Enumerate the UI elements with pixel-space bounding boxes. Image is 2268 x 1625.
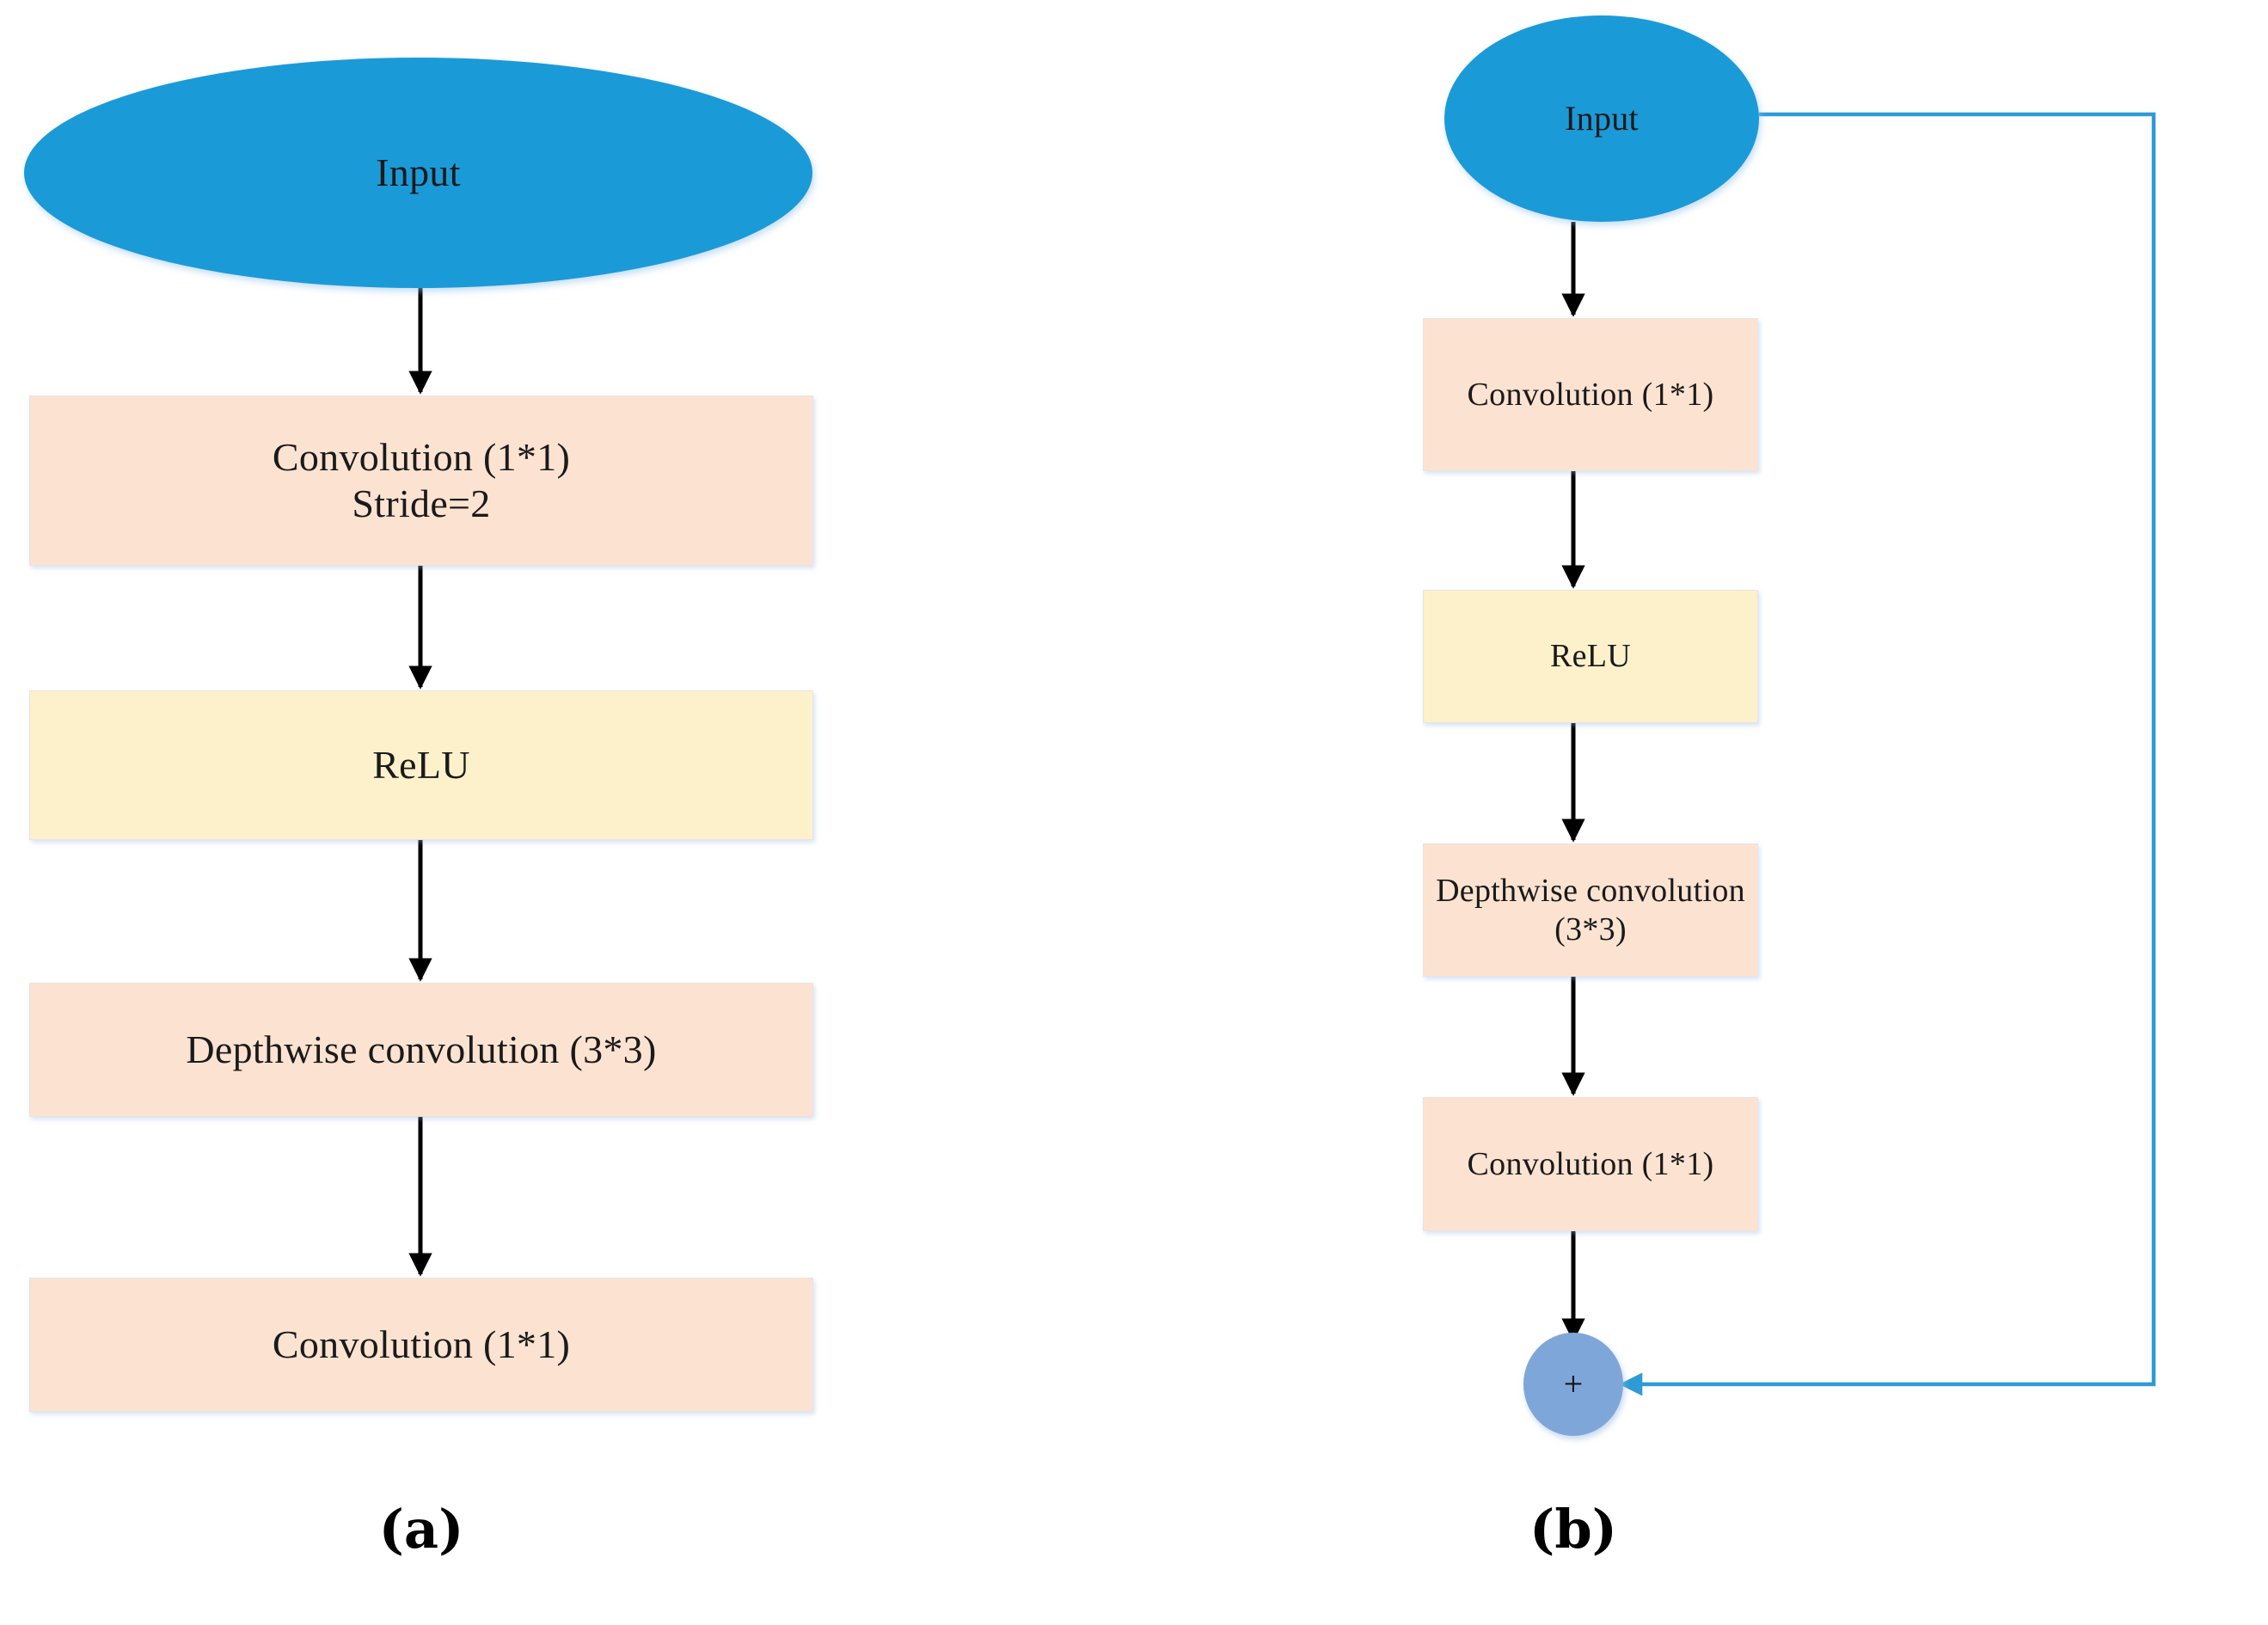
panel-b-add-node[interactable]: + bbox=[1523, 1333, 1623, 1436]
panel-b-relu-node[interactable]: ReLU bbox=[1423, 590, 1758, 723]
panel-b-relu-label: ReLU bbox=[1549, 638, 1632, 675]
panel-b-depthwise-conv-label: Depthwise convolution (3*3) bbox=[1436, 872, 1745, 947]
panel-b-conv2-node[interactable]: Convolution (1*1) bbox=[1423, 1097, 1758, 1231]
panel-a-input-label: Input bbox=[376, 150, 461, 194]
panel-a-relu-label: ReLU bbox=[372, 742, 470, 787]
panel-a-conv2-node[interactable]: Convolution (1*1) bbox=[29, 1278, 813, 1412]
panel-b-depthwise-conv-node[interactable]: Depthwise convolution (3*3) bbox=[1423, 843, 1758, 977]
panel-a-input-node[interactable]: Input bbox=[24, 58, 812, 288]
panel-b-caption: (b) bbox=[1529, 1498, 1618, 1561]
panel-a-relu-node[interactable]: ReLU bbox=[29, 690, 813, 840]
panel-b-input-label: Input bbox=[1565, 99, 1639, 138]
panel-a-conv1-label: Convolution (1*1) bbox=[272, 434, 571, 479]
panel-b-conv1-label: Convolution (1*1) bbox=[1467, 376, 1714, 413]
panel-a-depthwise-conv-label: Depthwise convolution (3*3) bbox=[186, 1027, 657, 1071]
panel-b-conv2-label: Convolution (1*1) bbox=[1467, 1145, 1714, 1182]
panel-b-input-node[interactable]: Input bbox=[1444, 15, 1759, 222]
panel-a-caption: (a) bbox=[378, 1498, 464, 1561]
panel-a-conv1-node[interactable]: Convolution (1*1) Stride=2 bbox=[29, 396, 813, 566]
panel-a-conv1-stride-label: Stride=2 bbox=[352, 481, 491, 525]
panel-a-conv2-label: Convolution (1*1) bbox=[272, 1321, 571, 1366]
panel-a-depthwise-conv-node[interactable]: Depthwise convolution (3*3) bbox=[29, 983, 813, 1117]
panel-b-add-label: + bbox=[1563, 1364, 1584, 1404]
panel-b-conv1-node[interactable]: Convolution (1*1) bbox=[1423, 318, 1758, 471]
